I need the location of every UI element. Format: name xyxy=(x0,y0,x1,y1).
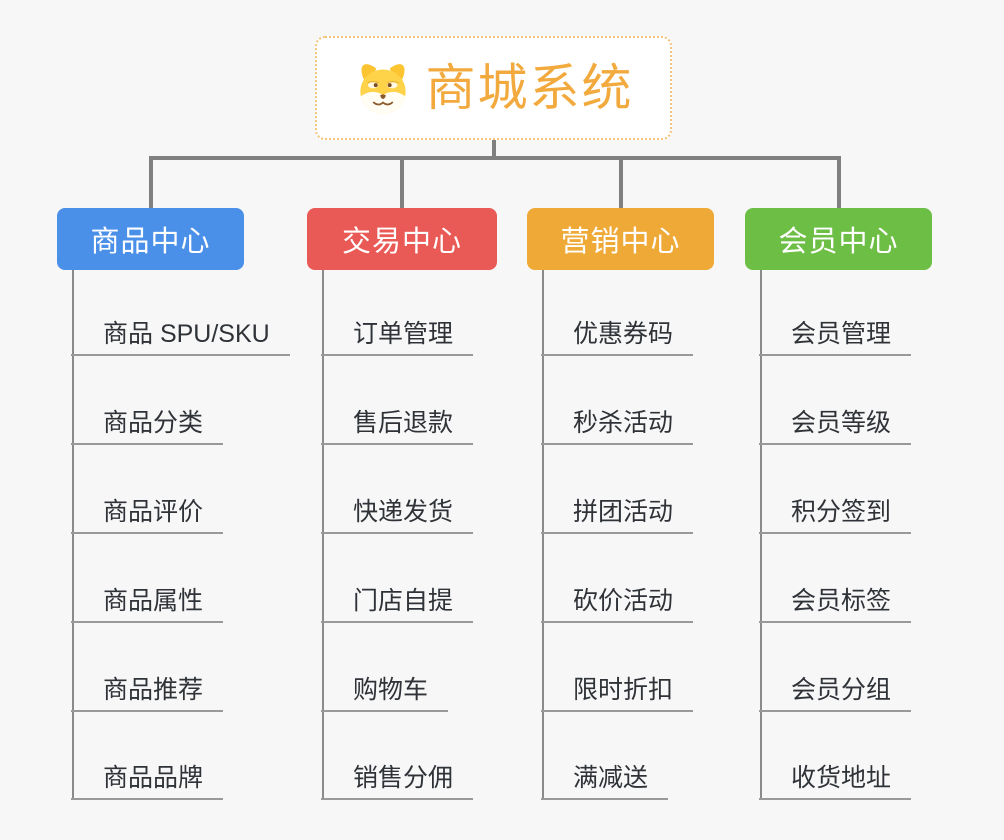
child-node[interactable]: 销售分佣 xyxy=(321,763,474,800)
child-node[interactable]: 商品品牌 xyxy=(71,763,224,800)
child-node[interactable]: 砍价活动 xyxy=(541,586,694,623)
connector-child-line xyxy=(322,270,324,800)
branch-node-1[interactable]: 商品中心 xyxy=(57,208,244,270)
connector-branch-stub xyxy=(618,160,623,208)
branch-label: 交易中心 xyxy=(341,226,462,258)
child-node[interactable]: 满减送 xyxy=(541,763,669,800)
child-node[interactable]: 购物车 xyxy=(321,675,449,712)
child-node[interactable]: 秒杀活动 xyxy=(541,408,694,445)
child-node[interactable]: 快递发货 xyxy=(321,497,474,534)
branch-node-3[interactable]: 营销中心 xyxy=(527,208,714,270)
child-node[interactable]: 会员标签 xyxy=(759,586,912,623)
connector-branch-stub xyxy=(400,160,404,208)
connector-bus xyxy=(148,156,841,160)
root-title: 商城系统 xyxy=(425,60,634,116)
child-node[interactable]: 门店自提 xyxy=(321,586,474,623)
child-node[interactable]: 商品推荐 xyxy=(71,675,224,712)
child-node[interactable]: 订单管理 xyxy=(321,319,474,356)
child-node[interactable]: 商品 SPU/SKU xyxy=(71,319,290,356)
connector-branch-stub xyxy=(148,160,153,208)
branch-node-4[interactable]: 会员中心 xyxy=(745,208,932,270)
child-node[interactable]: 商品评价 xyxy=(71,497,224,534)
child-node[interactable]: 商品属性 xyxy=(71,586,224,623)
child-node[interactable]: 限时折扣 xyxy=(541,675,694,712)
child-node[interactable]: 优惠券码 xyxy=(541,319,694,356)
connector-child-line xyxy=(542,270,544,800)
dog-face-icon xyxy=(359,64,406,114)
child-node[interactable]: 会员管理 xyxy=(759,319,912,356)
branch-label: 营销中心 xyxy=(560,226,681,258)
connector-root-stub xyxy=(491,140,496,156)
root-node[interactable]: 商城系统 xyxy=(315,36,672,140)
child-node[interactable]: 收货地址 xyxy=(759,763,912,800)
child-node[interactable]: 积分签到 xyxy=(759,497,912,534)
child-node[interactable]: 售后退款 xyxy=(321,408,474,445)
branch-label: 商品中心 xyxy=(90,226,211,258)
branch-label: 会员中心 xyxy=(778,226,899,258)
connector-branch-stub xyxy=(836,160,841,208)
connector-child-line xyxy=(760,270,762,800)
child-node[interactable]: 商品分类 xyxy=(71,408,224,445)
child-node[interactable]: 会员分组 xyxy=(759,675,912,712)
child-node[interactable]: 会员等级 xyxy=(759,408,912,445)
child-node[interactable]: 拼团活动 xyxy=(541,497,694,534)
branch-node-2[interactable]: 交易中心 xyxy=(307,208,497,270)
connector-child-line xyxy=(72,270,74,800)
